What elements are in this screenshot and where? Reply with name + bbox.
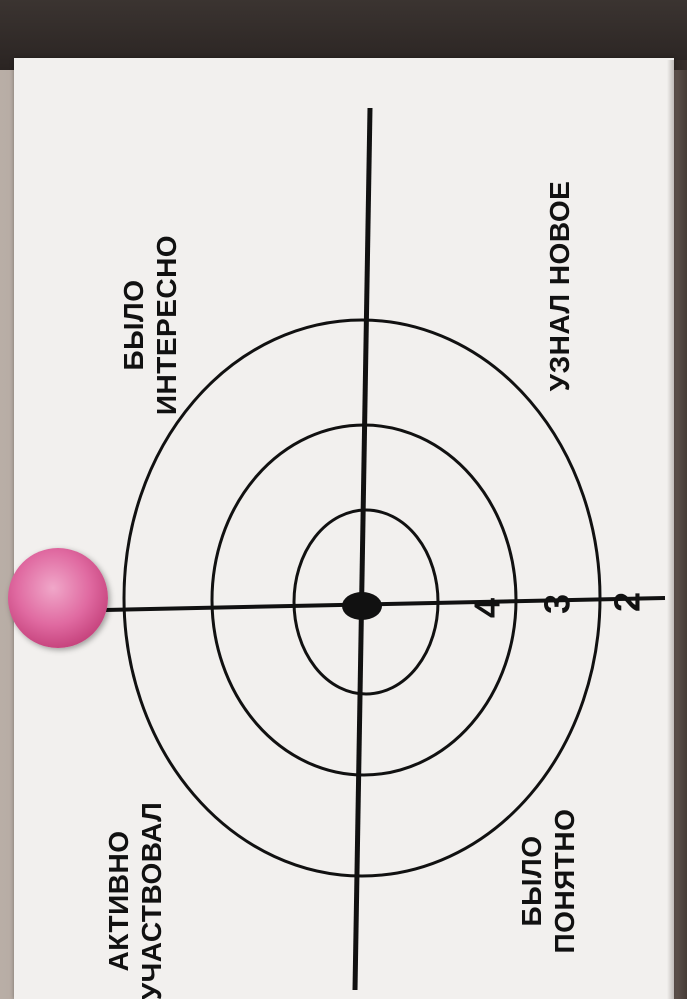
- horizontal-axis: [105, 598, 665, 610]
- ring-number: 2: [607, 592, 648, 612]
- label-understandable: БЫЛО ПОНЯТНО: [515, 781, 585, 981]
- label-active: АКТИВНО УЧАСТВОВАЛ: [102, 786, 172, 999]
- label-understandable-line1: БЫЛО: [515, 781, 548, 981]
- ring-number: 3: [537, 594, 578, 614]
- label-active-line2: УЧАСТВОВАЛ: [135, 786, 168, 999]
- label-interesting: БЫЛО ИНТЕРЕСНО: [117, 195, 187, 455]
- label-active-line1: АКТИВНО: [102, 786, 135, 999]
- center-mark: [342, 592, 382, 620]
- vertical-axis: [355, 108, 370, 990]
- ring-number: 4: [467, 598, 508, 618]
- label-understandable-line2: ПОНЯТНО: [548, 781, 581, 981]
- label-interesting-line2: ИНТЕРЕСНО: [150, 195, 183, 455]
- label-learned-new-text: УЗНАЛ НОВОЕ: [543, 156, 576, 416]
- label-learned-new: УЗНАЛ НОВОЕ: [543, 156, 579, 416]
- label-interesting-line1: БЫЛО: [117, 195, 150, 455]
- pink-magnet[interactable]: [8, 548, 108, 648]
